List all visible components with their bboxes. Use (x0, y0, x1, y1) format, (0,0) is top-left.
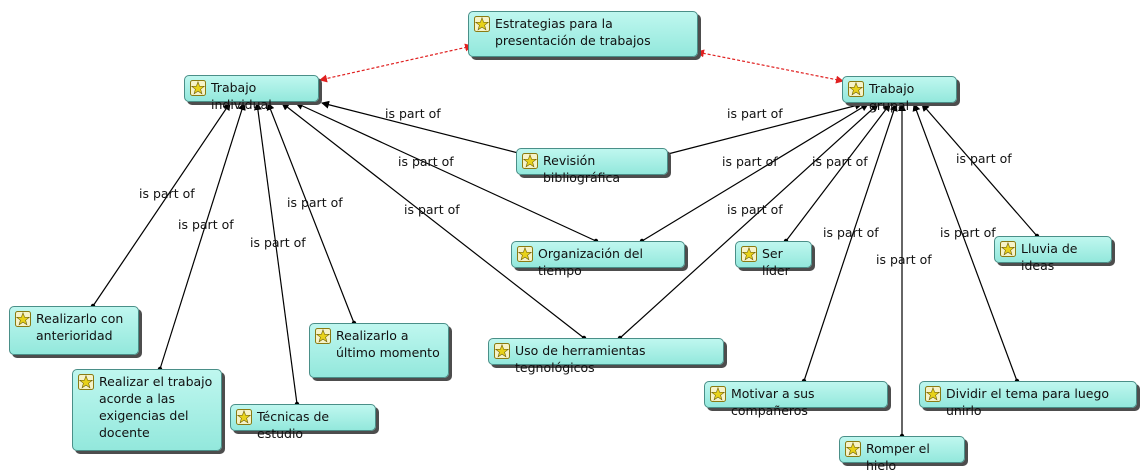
concept-organizacion-del-tiempo[interactable]: Organización del tiempo (511, 241, 685, 278)
relation-arrow-lluvia-to-grupal (921, 103, 1038, 237)
concept-romper-el-hielo[interactable]: Romper el hielo (839, 436, 965, 473)
concept-icon (848, 81, 864, 97)
relation-arrow-revision-to-individual (321, 100, 527, 156)
relation-arrow-herramientas-to-grupal (619, 103, 879, 339)
cross-link-root-individual (319, 43, 473, 83)
concept-label: Técnicas de estudio (257, 409, 330, 441)
concept-label: Trabajo grupal (869, 81, 915, 113)
relation-arrow-tecnicas-to-individual (253, 102, 298, 405)
concept-icon (741, 246, 757, 262)
concept-icon (1000, 241, 1016, 257)
concept-label: Trabajo individual (211, 80, 272, 112)
relation-arrow-anterioridad-to-individual (92, 102, 231, 307)
concept-motivar-a-sus-companeros[interactable]: Motivar a sus compañeros (704, 381, 888, 418)
concept-label: Motivar a sus compañeros (731, 386, 815, 418)
relation-arrow-herramientas-to-individual (281, 102, 585, 339)
concept-lluvia-de-ideas[interactable]: Lluvia de ideas (994, 236, 1112, 273)
cross-link-root-grupal (696, 49, 844, 84)
concept-label: Realizar el trabajo acorde a las exigenc… (99, 374, 213, 440)
relation-label: is part of (178, 217, 234, 232)
concept-label: Organización del tiempo (538, 246, 643, 278)
concept-label: Dividir el tema para luego unirlo (946, 386, 1110, 418)
relation-label: is part of (404, 202, 460, 217)
concept-uso-de-herramientas[interactable]: Uso de herramientas tegnológicos (488, 338, 724, 375)
concept-label: Revisión bibliográfica (543, 153, 621, 185)
relation-label: is part of (287, 195, 343, 210)
concept-icon (522, 153, 538, 169)
concept-label: Ser líder (762, 246, 790, 278)
concept-realizarlo-a-ultimo-momento[interactable]: Realizarlo a último momento (309, 323, 449, 378)
relation-label: is part of (722, 154, 778, 169)
concept-tecnicas-de-estudio[interactable]: Técnicas de estudio (230, 404, 376, 441)
relation-label: is part of (250, 235, 306, 250)
relation-label: is part of (398, 154, 454, 169)
concept-realizar-trabajo-acorde[interactable]: Realizar el trabajo acorde a las exigenc… (72, 369, 222, 451)
concept-icon (15, 311, 31, 327)
concept-label: Uso de herramientas tegnológicos (515, 343, 646, 375)
relation-label: is part of (727, 106, 783, 121)
relation-arrow-organizacion-to-grupal (641, 103, 869, 242)
relation-label: is part of (956, 151, 1012, 166)
concept-icon (474, 16, 490, 32)
concept-label: Realizarlo a último momento (336, 328, 440, 360)
concept-icon (845, 441, 861, 457)
relation-label: is part of (940, 225, 996, 240)
relation-label: is part of (812, 154, 868, 169)
concept-label: Realizarlo con anterioridad (36, 311, 124, 343)
concept-icon (710, 386, 726, 402)
relation-arrow-organizacion-to-individual (295, 102, 597, 242)
concept-icon (494, 343, 510, 359)
relation-arrow-revision-to-grupal (663, 101, 863, 156)
concept-icon (315, 328, 331, 344)
relation-label: is part of (876, 252, 932, 267)
relation-arrow-lider-to-grupal (785, 103, 891, 242)
concept-icon (78, 374, 94, 390)
concept-icon (925, 386, 941, 402)
relation-label: is part of (727, 202, 783, 217)
concept-icon (236, 409, 252, 425)
concept-realizarlo-con-anterioridad[interactable]: Realizarlo con anterioridad (9, 306, 139, 355)
concept-icon (190, 80, 206, 96)
concept-revision-bibliografica[interactable]: Revisión bibliográfica (516, 148, 668, 185)
relation-arrow-dividir-to-grupal (912, 103, 1018, 382)
relation-label: is part of (139, 186, 195, 201)
concept-label: Estrategias para la presentación de trab… (495, 16, 651, 48)
relation-arrow-motivar-to-grupal (803, 103, 898, 382)
concept-icon (517, 246, 533, 262)
concept-root[interactable]: Estrategias para la presentación de trab… (468, 11, 698, 57)
concept-ser-lider[interactable]: Ser líder (735, 241, 812, 278)
concept-trabajo-individual[interactable]: Trabajo individual (184, 75, 319, 112)
concept-dividir-el-tema[interactable]: Dividir el tema para luego unirlo (919, 381, 1137, 418)
relation-arrow-acorde-to-individual (159, 102, 246, 370)
concept-label: Lluvia de ideas (1021, 241, 1078, 273)
relation-label: is part of (823, 225, 879, 240)
relation-arrow-ultimo-to-individual (266, 102, 355, 324)
concept-trabajo-grupal[interactable]: Trabajo grupal (842, 76, 957, 113)
relation-label: is part of (385, 106, 441, 121)
